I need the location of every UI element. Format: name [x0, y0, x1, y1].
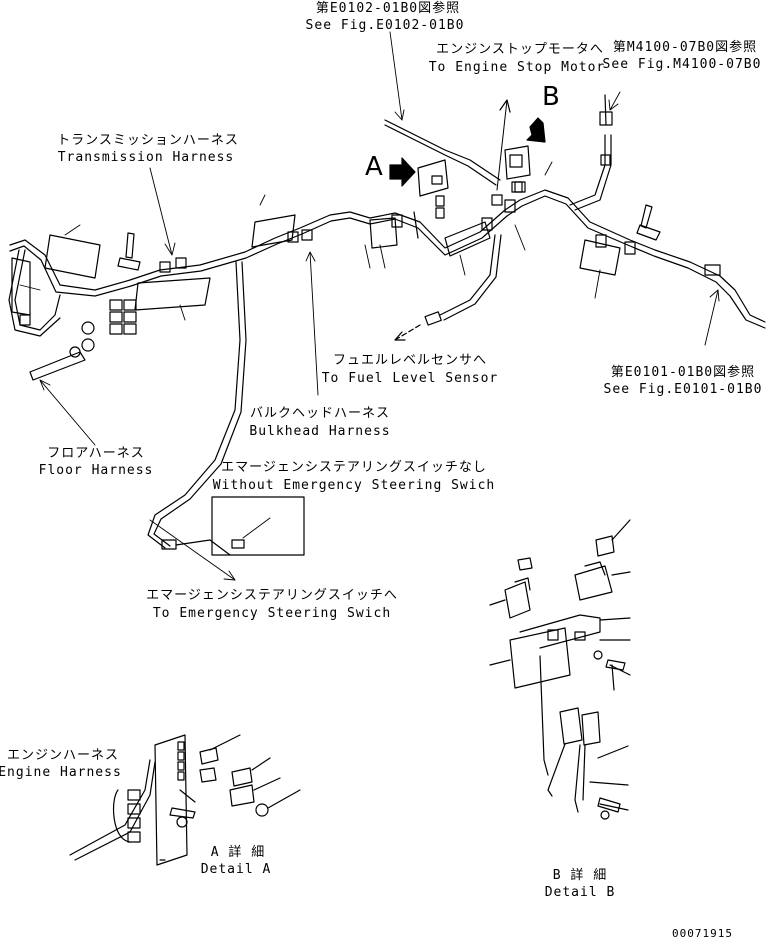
drawing-number: 00071915: [672, 927, 733, 940]
detail-b-drawing: [489, 519, 631, 820]
relay-block-a: [413, 159, 449, 239]
engine-harness-jp: エンジンハーネス: [6, 748, 120, 763]
fig-m4100-jp: 第M4100-07B0図参照: [612, 40, 758, 55]
callout-a-arrow: [389, 157, 416, 187]
callout-b-label: B: [542, 82, 560, 112]
emergency-branch: [147, 261, 241, 549]
bolts: [117, 204, 661, 271]
floor-harness-stub: [29, 351, 86, 381]
fig-e0101-en: See Fig.E0101-01B0: [603, 382, 763, 397]
fig-e0102-jp: 第E0102-01B0図参照: [315, 1, 461, 16]
detail-a-drawing: [69, 734, 301, 866]
clamps: [19, 181, 721, 326]
transmission-harness-jp: トランスミッションハーネス: [57, 133, 239, 148]
transmission-harness-en: Transmission Harness: [57, 150, 235, 165]
left-connector-cluster: [69, 299, 137, 358]
to-emergency-en: To Emergency Steering Swich: [152, 606, 392, 621]
main-harness: [9, 189, 766, 329]
without-switch-box: [211, 496, 305, 556]
fig-e0101-jp: 第E0101-01B0図参照: [610, 365, 756, 380]
leader-lines: [19, 31, 720, 581]
detail-a-en: Detail A: [200, 862, 272, 877]
fuel-branch: [439, 234, 496, 316]
without-emergency-jp: エマージェンシステアリングスイッチなし: [221, 460, 487, 475]
bulkhead-harness-en: Bulkhead Harness: [249, 424, 391, 439]
bulkhead-harness-jp: バルクヘッドハーネス: [249, 406, 391, 421]
detail-a-jp: A 詳 細: [210, 845, 266, 860]
callout-a-label: A: [365, 152, 383, 182]
fuel-connector: [424, 311, 442, 326]
left-loop-harness: [14, 249, 61, 331]
floor-harness-en: Floor Harness: [38, 463, 154, 478]
bracket-plates: [11, 214, 621, 316]
callout-b-arrow: [526, 117, 546, 143]
engine-harness-en: Engine Harness: [0, 765, 122, 780]
detail-b-en: Detail B: [544, 885, 616, 900]
stop-motor-jp: エンジンストップモータへ: [436, 42, 604, 57]
top-branch: [384, 119, 501, 181]
fig-m4100-en: See Fig.M4100-07B0: [602, 57, 762, 72]
fuel-level-en: To Fuel Level Sensor: [321, 371, 499, 386]
floor-harness-jp: フロアハーネス: [47, 446, 145, 461]
fig-e0102-en: See Fig.E0102-01B0: [305, 18, 465, 33]
fuel-level-jp: フュエルレベルセンサへ: [332, 353, 488, 368]
relay-block-b: [504, 145, 531, 193]
right-up-branch: [569, 134, 606, 206]
stop-motor-en: To Engine Stop Motor: [428, 60, 606, 75]
detail-b-jp: B 詳 細: [552, 868, 608, 883]
to-emergency-jp: エマージェンシステアリングスイッチへ: [146, 588, 398, 603]
without-emergency-en: Without Emergency Steering Swich: [212, 478, 496, 493]
